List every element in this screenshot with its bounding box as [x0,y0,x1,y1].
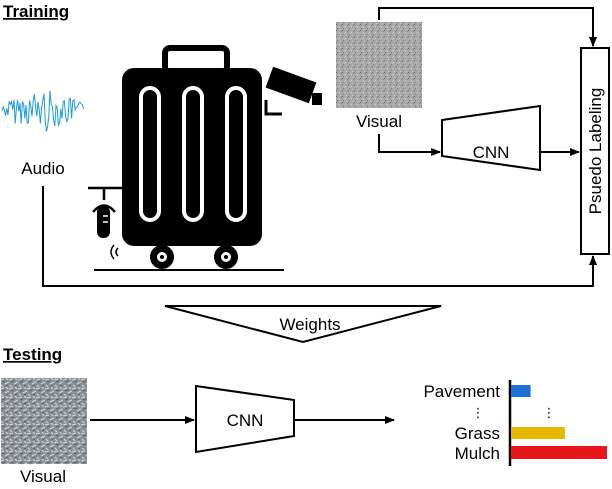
audio-label: Audio [21,159,64,178]
audio-waveform-icon [1,90,85,132]
training-visual-image [336,22,422,108]
connector-arrows [42,7,597,287]
audio-wave-line [1,90,85,132]
category-label-pavement: Pavement [423,382,500,401]
weights-label: Weights [279,315,340,334]
weights-transfer-triangle [164,305,442,344]
ellipsis-mark-1: ⋮ [472,405,485,420]
ellipsis-mark-2: ⋮ [543,405,556,420]
training-visual-label: Visual [356,112,402,131]
training-heading: Training [3,2,69,21]
pseudo-labeling-box [580,47,610,255]
training-cnn-block [441,104,541,172]
cart-robot-icon [88,45,322,271]
testing-visual-label: Visual [20,467,66,484]
category-label-grass: Grass [455,424,500,443]
testing-visual-image [1,378,87,464]
training-cnn-label: CNN [473,143,510,162]
bar-pavement [511,385,531,397]
category-label-mulch: Mulch [455,444,500,463]
bar-mulch [511,446,607,459]
testing-cnn-label: CNN [227,411,264,430]
pseudo-labeling-label: Psuedo Labeling [586,88,605,215]
testing-heading: Testing [3,345,62,364]
bar-grass [511,427,565,439]
testing-cnn-block [195,384,295,454]
